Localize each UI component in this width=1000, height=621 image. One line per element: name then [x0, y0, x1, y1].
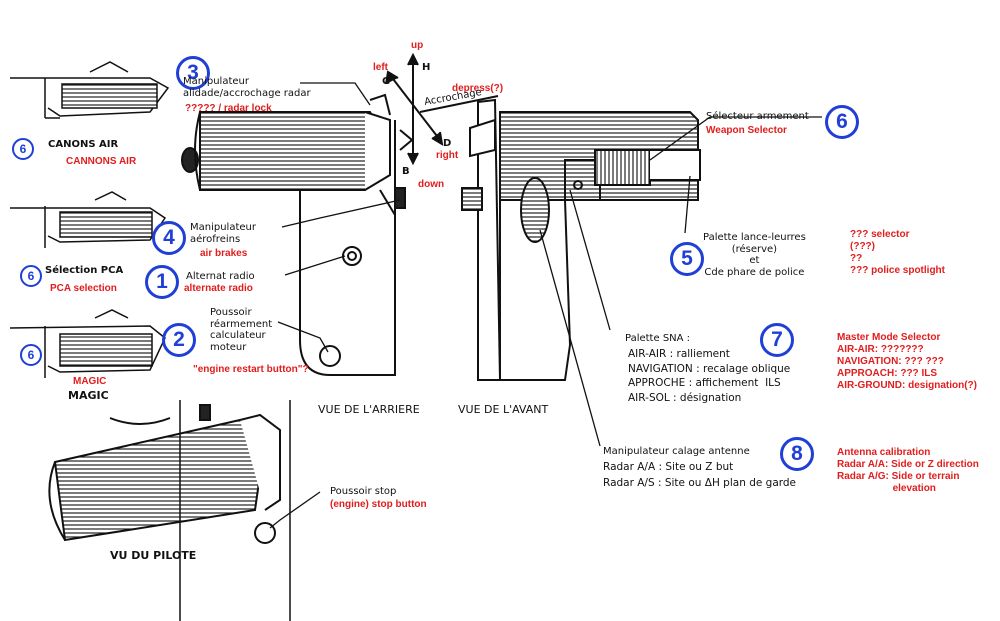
label-alternat-radio: Alternat radio [186, 271, 255, 282]
badge-6-weapon: 6 [825, 105, 859, 139]
label-cannons-air-red: CANNONS AIR [66, 156, 137, 167]
label-dir-depress: depress(?) [452, 83, 504, 94]
label-manipulateur-radar: Manipulateur alidade/accrochage radar [183, 76, 311, 99]
label-selecteur-armement: Sélecteur armement [706, 111, 809, 122]
label-stop-button: (engine) stop button [330, 499, 427, 510]
label-magic-red: MAGIC [73, 376, 107, 387]
throttle-detail-pca [10, 191, 167, 248]
throttle-pilot-view [48, 400, 291, 621]
badge-8: 8 [780, 437, 814, 471]
throttle-detail-canons [10, 61, 170, 119]
label-canons-air: CANONS AIR [48, 139, 119, 150]
badge-3: 3 [176, 56, 210, 90]
badge-2: 2 [162, 323, 196, 357]
badge-5: 5 [670, 242, 704, 276]
label-radar-modes: Radar A/A : Site ou Z but Radar A/S : Si… [603, 461, 797, 489]
badge-4: 4 [152, 221, 186, 255]
label-dir-b: B [402, 166, 410, 177]
direction-arrows [385, 52, 499, 166]
badge-6-pca: 6 [20, 265, 42, 287]
label-selection-pca: Sélection PCA [45, 265, 124, 276]
label-dir-down: down [418, 179, 445, 190]
throttle-rear-view [181, 93, 414, 376]
label-air-brakes: air brakes [200, 248, 248, 259]
label-palette-lance-leurres: Palette lance-leurres (réserve) et Cde p… [703, 232, 806, 278]
label-pca-selection: PCA selection [50, 283, 117, 294]
label-weapon-selector: Weapon Selector [706, 125, 787, 136]
label-radar-lock: ????? / radar lock [185, 103, 272, 114]
badge-1: 1 [145, 265, 179, 299]
label-palette-sna: Palette SNA : [625, 333, 691, 344]
label-poussoir-rearmement: Poussoir réarmement calculateur moteur [210, 307, 273, 353]
throttle-detail-magic [9, 309, 166, 378]
label-sna-modes: AIR-AIR : ralliement NAVIGATION : recala… [628, 348, 791, 405]
label-dir-h: H [422, 62, 431, 73]
throttle-front-view [461, 98, 701, 381]
badge-6-magic: 6 [20, 344, 42, 366]
badge-6-canons: 6 [12, 138, 34, 160]
label-vu-du-pilote: VU DU PILOTE [110, 549, 197, 562]
label-poussoir-stop: Poussoir stop [330, 486, 397, 497]
label-magic: MAGIC [68, 389, 109, 402]
label-dir-left: left [373, 62, 388, 73]
label-manipulateur-aerofreins: Manipulateur aérofreins [190, 222, 256, 245]
label-vue-arriere: VUE DE L'ARRIERE [318, 403, 420, 416]
label-alternate-radio: alternate radio [184, 283, 253, 294]
badge-7: 7 [760, 323, 794, 357]
label-dir-d: D [443, 138, 452, 149]
label-dir-up: up [411, 40, 424, 51]
label-master-mode: Master Mode Selector AIR-AIR: ??????? NA… [837, 332, 977, 391]
label-dir-right: right [436, 150, 459, 161]
callout-lines [269, 82, 822, 529]
label-manipulateur-calage: Manipulateur calage antenne [603, 446, 750, 457]
label-engine-restart: "engine restart button"? [193, 364, 309, 375]
label-antenna-calibration: Antenna calibration Radar A/A: Side or Z… [837, 447, 979, 494]
label-vue-avant: VUE DE L'AVANT [458, 403, 549, 416]
label-selector-red: ??? selector (???) ?? ??? police spotlig… [850, 229, 945, 276]
label-dir-g: G [382, 76, 391, 87]
